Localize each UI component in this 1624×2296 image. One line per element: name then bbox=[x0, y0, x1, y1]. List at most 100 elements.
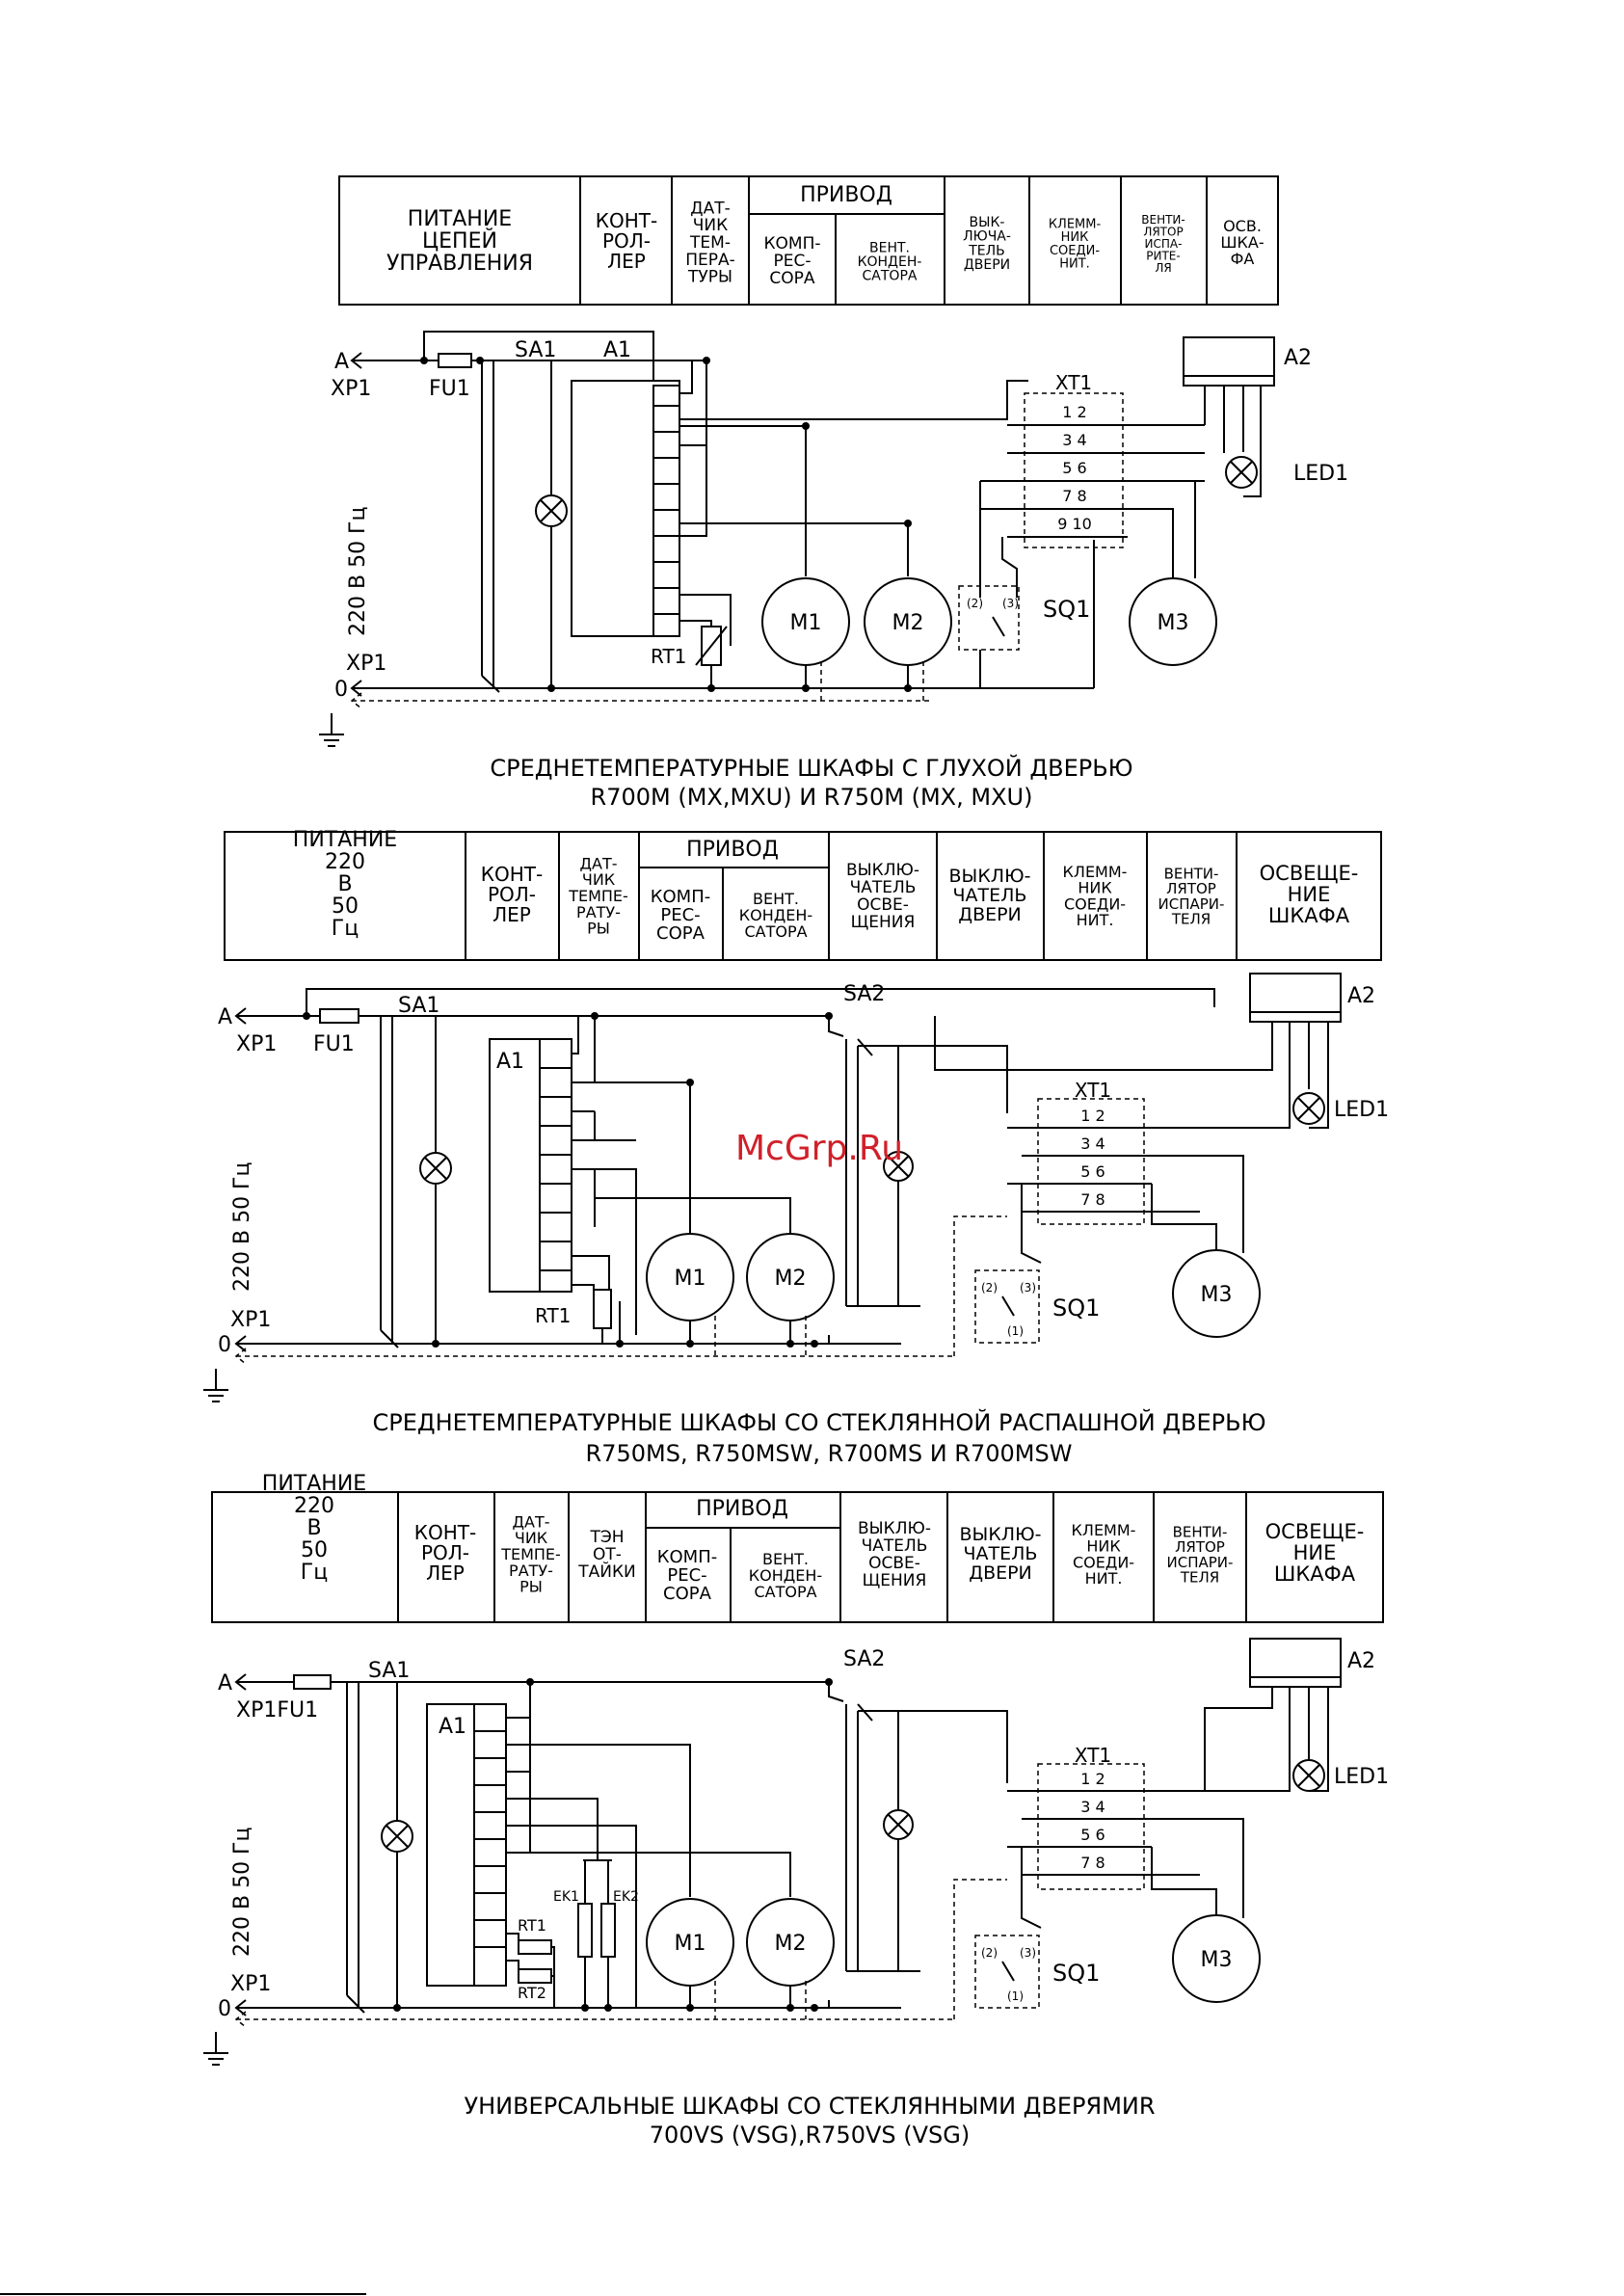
d2-xt1-label: XT1 bbox=[1075, 1079, 1111, 1102]
d1-xt1-pair-5: 9 10 bbox=[1057, 515, 1092, 533]
d2-xt1-pair-3: 5 6 bbox=[1080, 1162, 1105, 1181]
d3-xt1-pair-2: 3 4 bbox=[1080, 1798, 1105, 1816]
d3-sq1-contact-2: (2) bbox=[981, 1946, 998, 1960]
d2-a2-label: A2 bbox=[1347, 984, 1375, 1008]
d1-xt1-pair-1: 1 2 bbox=[1062, 403, 1086, 421]
table-3-drive-label: ПРИВОД bbox=[696, 1497, 788, 1521]
d1-xt1-pair-3: 5 6 bbox=[1062, 459, 1086, 477]
d3-xt1-pair-4: 7 8 bbox=[1080, 1854, 1105, 1872]
d2-sq1-contact-2: (2) bbox=[981, 1281, 998, 1295]
d2-xt1-pair-4: 7 8 bbox=[1080, 1190, 1105, 1209]
d2-supply-label: 220 В 50 Гц bbox=[230, 1162, 254, 1292]
d3-m1-label: M1 bbox=[675, 1932, 706, 1956]
d1-led1-label: LED1 bbox=[1293, 462, 1348, 486]
d2-neutral-label: 0 bbox=[218, 1333, 231, 1357]
d3-xp1-bottom-label: XP1 bbox=[230, 1972, 271, 1996]
d2-xt1-pair-1: 1 2 bbox=[1080, 1107, 1105, 1125]
d3-m3-label: M3 bbox=[1201, 1948, 1233, 1972]
d3-rt2-label: RT2 bbox=[518, 1984, 546, 2002]
d3-a2-label: A2 bbox=[1347, 1649, 1375, 1673]
d1-xt1-pair-2: 3 4 bbox=[1062, 431, 1086, 449]
d3-xt1-pair-1: 1 2 bbox=[1080, 1770, 1105, 1788]
table-1-condenser-fan-label: ВЕНТ.КОНДЕН-САТОРА bbox=[858, 240, 922, 283]
d2-a1-label: A1 bbox=[496, 1050, 524, 1074]
d3-sq1-contact-3: (3) bbox=[1020, 1946, 1036, 1960]
d1-a1-label: A1 bbox=[603, 338, 631, 362]
watermark: McGrp.Ru bbox=[735, 1129, 903, 1168]
d3-neutral-label: 0 bbox=[218, 1997, 231, 2021]
table-1-lighting-label: ОСВ.ШКА-ФА bbox=[1220, 217, 1264, 268]
d1-xp1-top-label: XP1 bbox=[331, 377, 371, 401]
d1-sq1-contact-2: (2) bbox=[967, 597, 983, 610]
d2-sa1-label: SA1 bbox=[398, 994, 439, 1018]
d3-sa2-label: SA2 bbox=[843, 1647, 885, 1671]
table-2-condenser-fan-label: ВЕНТ.КОНДЕН-САТОРА bbox=[739, 890, 812, 941]
d2-rt1-label: RT1 bbox=[535, 1304, 571, 1327]
d3-a1-label: A1 bbox=[439, 1715, 466, 1739]
table-3-condenser-fan-label: ВЕНТ.КОНДЕН-САТОРА bbox=[749, 1550, 822, 1601]
d1-a2-label: A2 bbox=[1284, 346, 1312, 370]
table-3-controller-label: КОНТ-РОЛ-ЛЕР bbox=[414, 1521, 476, 1585]
d3-ek2-label: EK2 bbox=[613, 1889, 639, 1905]
d3-rt1-label: RT1 bbox=[518, 1916, 546, 1935]
d1-xt1-rows: 1 2 3 4 5 6 7 8 9 10 bbox=[980, 403, 1205, 538]
d3-sq1-label: SQ1 bbox=[1052, 1960, 1100, 1987]
d2-sa2-label: SA2 bbox=[843, 982, 885, 1006]
d3-phase-label: A bbox=[218, 1671, 232, 1695]
diagram-1-subtitle: R700M (MX,MXU) И R750M (MX, MXU) bbox=[591, 784, 1033, 811]
d1-xt1-label: XT1 bbox=[1055, 371, 1092, 394]
table-3-compressor-label: КОМП-РЕС-СОРА bbox=[657, 1547, 718, 1604]
d3-supply-label: 220 В 50 Гц bbox=[230, 1828, 254, 1957]
d1-sa1-label: SA1 bbox=[515, 338, 556, 362]
d2-xp1-bottom-label: XP1 bbox=[230, 1308, 271, 1332]
d3-m2-label: M2 bbox=[775, 1932, 807, 1956]
diagram-2-schematic: XT1 1 2 3 4 5 6 7 8 LED1 A2 (2) (3) (1) … bbox=[203, 973, 1389, 1402]
diagram-3-schematic: EK1 EK2 RT1 RT2 XT1 bbox=[203, 1638, 1389, 2066]
d2-xt1-pair-2: 3 4 bbox=[1080, 1135, 1105, 1153]
d3-xt1-pair-3: 5 6 bbox=[1080, 1826, 1105, 1844]
diagram-1-title: СРЕДНЕТЕМПЕРАТУРНЫЕ ШКАФЫ С ГЛУХОЙ ДВЕРЬ… bbox=[490, 754, 1132, 782]
table-2-drive-label: ПРИВОД bbox=[686, 838, 779, 862]
d3-xp1fu1-label: XP1FU1 bbox=[236, 1698, 318, 1722]
d2-xp1-top-label: XP1 bbox=[236, 1032, 277, 1056]
d1-phase-label: A bbox=[334, 350, 349, 374]
d2-m3-label: M3 bbox=[1201, 1283, 1233, 1307]
table-1-drive-label: ПРИВОД bbox=[800, 183, 892, 207]
d3-xt1-label: XT1 bbox=[1075, 1744, 1111, 1767]
diagram-3-title: УНИВЕРСАЛЬНЫЕ ШКАФЫ СО СТЕКЛЯННЫМИ ДВЕРЯ… bbox=[464, 2093, 1155, 2120]
table-2-compressor-label: КОМП-РЕС-СОРА bbox=[651, 887, 711, 944]
diagram-2-subtitle: R750MS, R750MSW, R700MS И R700MSW bbox=[586, 1440, 1073, 1467]
table-2-controller-label: КОНТ-РОЛ-ЛЕР bbox=[481, 863, 543, 926]
d2-m2-label: M2 bbox=[775, 1267, 807, 1291]
diagram-1-schematic: XT1 1 2 3 4 5 6 7 8 9 10 LED1 A2 (2) bbox=[319, 331, 1348, 747]
table-1-compressor-label: КОМП-РЕС-СОРА bbox=[763, 234, 820, 288]
d1-fu1-label: FU1 bbox=[429, 377, 470, 401]
d2-fu1-label: FU1 bbox=[313, 1032, 355, 1056]
d1-rt1-label: RT1 bbox=[651, 645, 686, 668]
d2-m1-label: M1 bbox=[675, 1267, 706, 1291]
d2-phase-label: A bbox=[218, 1005, 232, 1029]
d1-sq1-contact-3: (3) bbox=[1002, 597, 1019, 610]
d1-neutral-label: 0 bbox=[334, 678, 348, 702]
